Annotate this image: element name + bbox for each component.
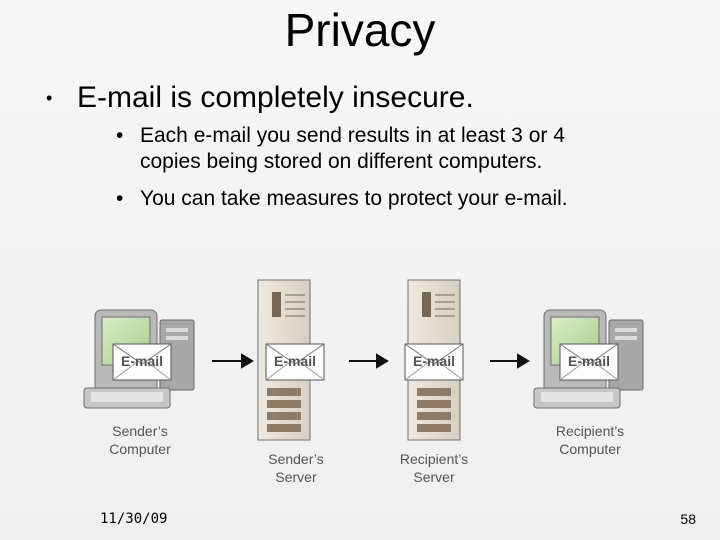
sub-bullet-line-2: copies being stored on different compute… <box>140 150 543 173</box>
sender-server-label-line-2: Server <box>275 469 317 485</box>
arrow-right-icon <box>349 353 389 369</box>
svg-text:E-mail: E-mail <box>121 353 163 369</box>
email-envelope-icon: E-mail <box>265 343 325 381</box>
arrow-right-icon <box>212 353 254 369</box>
footer-date: 11/30/09 <box>100 511 168 527</box>
sender-server-label-line-1: Sender’s <box>268 451 324 467</box>
sender-computer-label-line-2: Computer <box>109 441 171 457</box>
sub-bullet-line-1: Each e-mail you send results in at least… <box>140 124 565 147</box>
email-envelope-icon: E-mail <box>404 343 464 381</box>
svg-text:E-mail: E-mail <box>413 353 455 369</box>
footer-page-number: 58 <box>680 511 696 527</box>
recipient-server-label-line-1: Recipient’s <box>400 451 468 467</box>
slide-title: Privacy <box>284 4 436 56</box>
arrow-right-icon <box>490 353 530 369</box>
bullet-marker: • <box>46 88 53 108</box>
bullet-text: E-mail is completely insecure. <box>77 81 474 114</box>
svg-text:E-mail: E-mail <box>274 353 316 369</box>
bullet-marker: • <box>116 124 124 147</box>
svg-text:E-mail: E-mail <box>568 353 610 369</box>
recipient-computer-label-line-1: Recipient’s <box>556 423 624 439</box>
email-path-diagram: E-mail E-mail E-mail E-mail <box>83 279 644 485</box>
sender-computer-label-line-1: Sender’s <box>112 423 168 439</box>
recipient-server-label-line-2: Server <box>413 469 455 485</box>
email-envelope-icon: E-mail <box>559 343 619 381</box>
sub-bullet-line-1: You can take measures to protect your e-… <box>140 187 568 210</box>
recipient-computer-label-line-2: Computer <box>559 441 621 457</box>
bullet-marker: • <box>116 187 124 210</box>
email-envelope-icon: E-mail <box>112 343 172 381</box>
